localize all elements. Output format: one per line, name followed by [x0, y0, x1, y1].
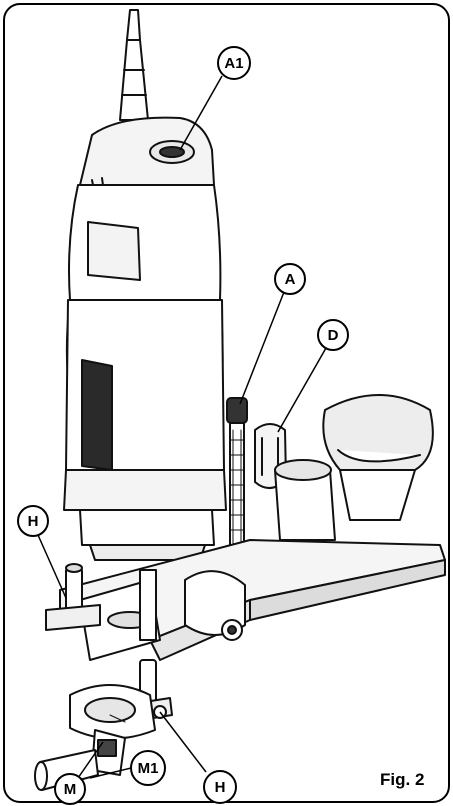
callout-d: D [317, 319, 349, 351]
router-illustration [34, 9, 446, 791]
callout-h-left: H [17, 505, 49, 537]
callouts: A1 A D H H M M1 [17, 46, 349, 805]
callout-h-bottom-label: H [215, 779, 226, 796]
callout-h-left-label: H [28, 513, 39, 530]
callout-m1: M1 [130, 750, 166, 786]
leader-h-left [37, 534, 67, 599]
callout-h-bottom: H [203, 770, 237, 804]
callout-a-label: A [285, 271, 296, 288]
leader-d [277, 347, 327, 433]
callout-m: M [54, 773, 86, 805]
leader-m [77, 741, 104, 779]
figure-label: Fig. 2 [380, 770, 424, 789]
callout-a: A [274, 263, 306, 295]
callout-a1: A1 [217, 46, 251, 80]
callout-a1-label: A1 [224, 55, 243, 72]
leader-h-bottom [159, 711, 207, 773]
leader-a [239, 291, 285, 405]
leader-m1 [89, 767, 132, 779]
callout-d-label: D [328, 327, 339, 344]
leader-a1 [179, 75, 223, 151]
callout-m-label: M [64, 781, 77, 798]
callout-m1-label: M1 [138, 760, 159, 777]
callout-leaders [37, 75, 327, 779]
